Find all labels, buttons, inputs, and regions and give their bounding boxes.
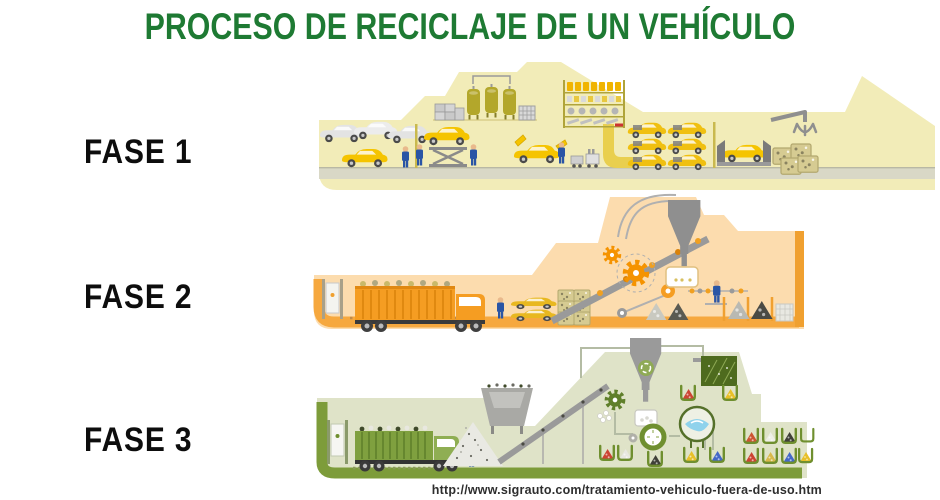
collection-box (665, 266, 699, 288)
claw-crane (770, 110, 818, 137)
fase1-yellow-elbow-divider (603, 124, 637, 168)
decontamination-tanks (467, 75, 516, 120)
shelf-red-tag (615, 123, 623, 127)
grid-container-icon (518, 105, 536, 121)
cyclone-separator (630, 338, 662, 402)
inclined-conveyor (497, 383, 610, 465)
fase1-divider-wall (415, 124, 418, 168)
residue-truck (355, 425, 459, 472)
entry-gate (322, 279, 343, 319)
cyclone-separator (617, 193, 701, 267)
fase3-svg (316, 338, 815, 479)
fase3-floor (316, 402, 802, 479)
residue-pile (443, 422, 503, 466)
connector-pipes (580, 345, 714, 450)
fase1-floor (319, 168, 935, 179)
fase1-illustration (305, 62, 935, 192)
trommel-screen (639, 423, 667, 451)
car-on-scissor-lift (423, 126, 470, 167)
car-press (717, 140, 771, 166)
fluff-cluster-icon (597, 410, 612, 423)
feed-hopper (481, 383, 533, 434)
source-url: http://www.sigrauto.com/tratamiento-vehi… (431, 483, 822, 497)
parts-shelving (563, 80, 625, 128)
storage-crates-icon (434, 103, 465, 121)
fase1-label: FASE 1 (84, 133, 193, 171)
parts-carts-icon (570, 149, 600, 168)
fase2-svg (313, 193, 804, 332)
shelf-oil-jugs (567, 82, 621, 91)
fase1-divider-wall (713, 122, 716, 168)
shelf-wheels (567, 107, 619, 115)
page-title: PROCESO DE RECICLAJE DE UN VEHÍCULO (144, 6, 796, 47)
fase3-label: FASE 3 (84, 421, 193, 459)
entry-gate (327, 420, 348, 464)
flotation-tank (678, 405, 716, 448)
recycle-emblem-icon (638, 360, 654, 376)
screening-box (693, 356, 737, 386)
pulley-node-center (631, 436, 635, 440)
scrap-truck (355, 280, 485, 332)
shelf-bumpers (566, 118, 619, 125)
fase3-illustration (303, 338, 818, 482)
fase2-label: FASE 2 (84, 278, 193, 316)
shredder-gears (605, 248, 656, 293)
fase1-svg (319, 62, 935, 190)
output-bins (722, 297, 794, 322)
fase2-right-wall (795, 231, 804, 327)
fase2-illustration (300, 191, 815, 339)
shelf-small-parts (567, 96, 621, 102)
mesh-block-icon (775, 303, 794, 322)
shredder-gear-icon (607, 392, 623, 408)
dismantled-cars-stack (627, 122, 707, 171)
